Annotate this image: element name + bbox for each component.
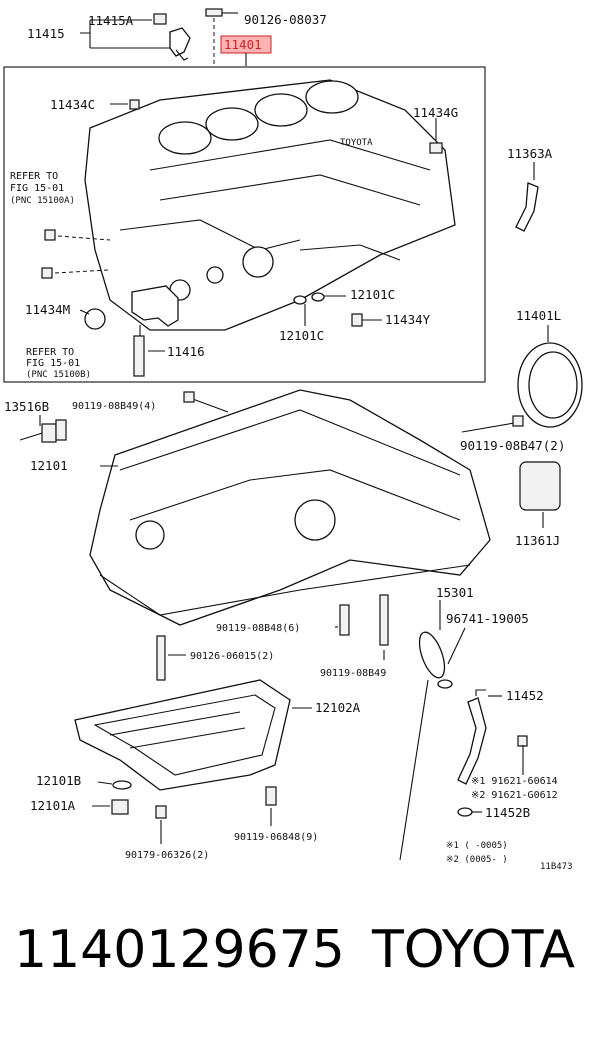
label-90179-06326-2: 90179-06326(2) [125,850,209,861]
label-11452B: 11452B [485,805,530,820]
label-90126-06015-2: 90126-06015(2) [190,651,274,662]
oil-level-gauge-guide [457,689,487,785]
label-96741-19005: 96741-19005 [446,611,529,626]
figure-code: 11B473 [540,862,573,872]
note-2: ※2 (0005- ) [446,855,508,865]
label-11363A: 11363A [507,146,553,161]
oil-level-gauge [399,631,446,861]
label-12102A: 12102A [315,700,361,715]
label-11434M: 11434M [25,302,70,317]
label-12101C-a: 12101C [350,287,395,302]
refer-fig-15100b-line1: REFER TO [26,347,74,358]
refer-fig-15100a-line2: FIG 15-01 [10,183,64,194]
leader-11415 [80,19,172,49]
oil-pan [74,679,291,791]
label-90119-08B47-2: 90119-08B47(2) [460,438,565,453]
crankcase [89,389,491,626]
refer-fig-15100b-line3: (PNC 15100B) [26,370,91,380]
label-11434Y: 11434Y [385,312,431,327]
label-11415: 11415 [27,26,65,41]
label-11401: 11401 [224,37,262,52]
stud-bolt-top [205,8,238,64]
footer: 1140129675 TOYOTA [0,920,600,1020]
label-91621-60614: ※1 91621-60614 [471,776,558,787]
rear-oil-seal-cover [519,461,561,511]
label-90119-06848-9: 90119-06848(9) [234,832,318,843]
note-1: ※1 ( -0005) [446,841,508,851]
label-15301: 15301 [436,585,474,600]
part-number: 1140129675 [14,920,345,980]
cylinder-block: TOYOTA [84,79,456,331]
label-12101B: 12101B [36,773,81,788]
label-13516B: 13516B [4,399,49,414]
crankshaft-oil-seal [517,342,583,428]
label-11452: 11452 [506,688,544,703]
label-11416: 11416 [167,344,205,359]
refer-fig-15100a-line1: REFER TO [10,171,58,182]
brand-name: TOYOTA [372,920,575,980]
label-90119-08B49-4: 90119-08B49(4) [72,401,156,412]
svg-text:TOYOTA: TOYOTA [340,138,373,148]
label-12101: 12101 [30,458,68,473]
oil-baffle-bracket [515,182,539,232]
label-11401L: 11401L [516,308,561,323]
label-90119-08B48-6: 90119-08B48(6) [216,623,300,634]
label-90119-08B49: 90119-08B49 [320,668,386,679]
label-12101A: 12101A [30,798,76,813]
label-11434C: 11434C [50,97,95,112]
label-90126-08037: 90126-08037 [244,12,327,27]
label-91621-G0612: ※2 91621-G0612 [471,790,558,801]
label-12101C-b: 12101C [279,328,324,343]
chain-tensioner-pin [19,419,67,443]
label-11361J: 11361J [515,533,560,548]
refer-fig-15100b-line2: FIG 15-01 [26,358,80,369]
cylinder-block-frame [3,66,486,383]
label-11415A: 11415A [88,13,134,28]
oil-pressure-switch [153,13,191,61]
label-11434G: 11434G [413,105,458,120]
refer-fig-15100a-line3: (PNC 15100A) [10,196,75,206]
